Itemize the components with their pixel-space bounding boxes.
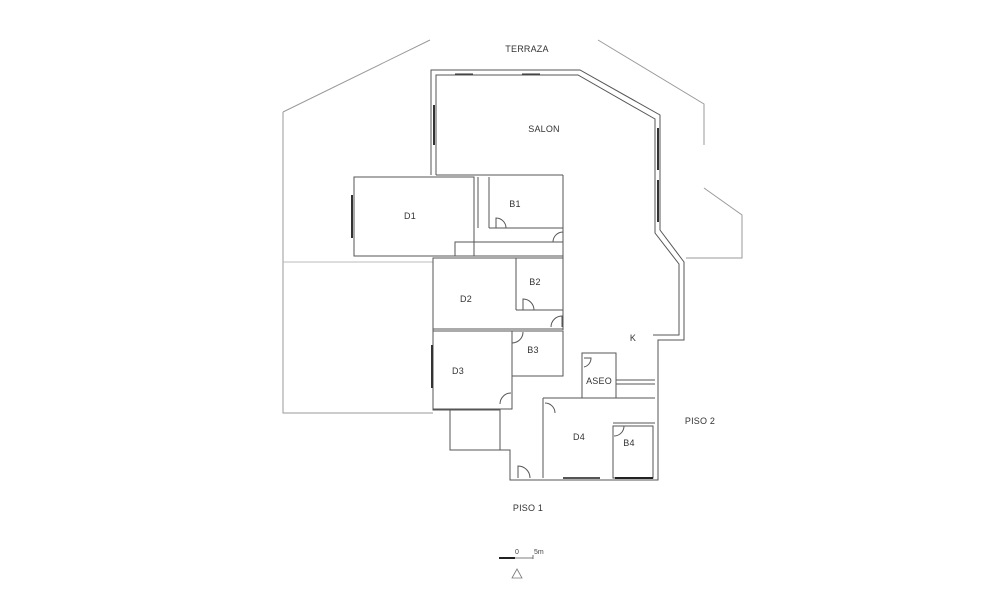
label-b4: B4 — [623, 438, 635, 448]
room-d2-walls — [432, 257, 564, 330]
label-d2: D2 — [460, 294, 472, 304]
label-piso-1: PISO 1 — [512, 503, 544, 513]
room-d4-walls — [517, 397, 655, 479]
label-piso-2: PISO 2 — [684, 416, 716, 426]
room-b1-walls — [489, 217, 564, 243]
scale-start-label: 0 — [515, 549, 519, 556]
label-b2: B2 — [529, 277, 541, 287]
scale-end-label: 5m — [534, 549, 544, 556]
windows — [351, 73, 659, 388]
label-b1: B1 — [509, 199, 521, 209]
label-salon: SALON — [528, 124, 560, 134]
label-d3: D3 — [452, 366, 464, 376]
scale-bar — [499, 555, 534, 559]
label-b3: B3 — [527, 345, 539, 355]
label-d1: D1 — [404, 211, 416, 221]
room-aseo-walls — [581, 352, 655, 399]
terrace-outline — [282, 39, 743, 414]
label-aseo: ASEO — [586, 376, 612, 386]
room-d1-walls — [353, 176, 564, 257]
label-terraza: TERRAZA — [505, 44, 549, 54]
triangle-north-icon — [511, 568, 523, 579]
label-d4: D4 — [573, 432, 585, 442]
label-k: K — [629, 333, 637, 343]
